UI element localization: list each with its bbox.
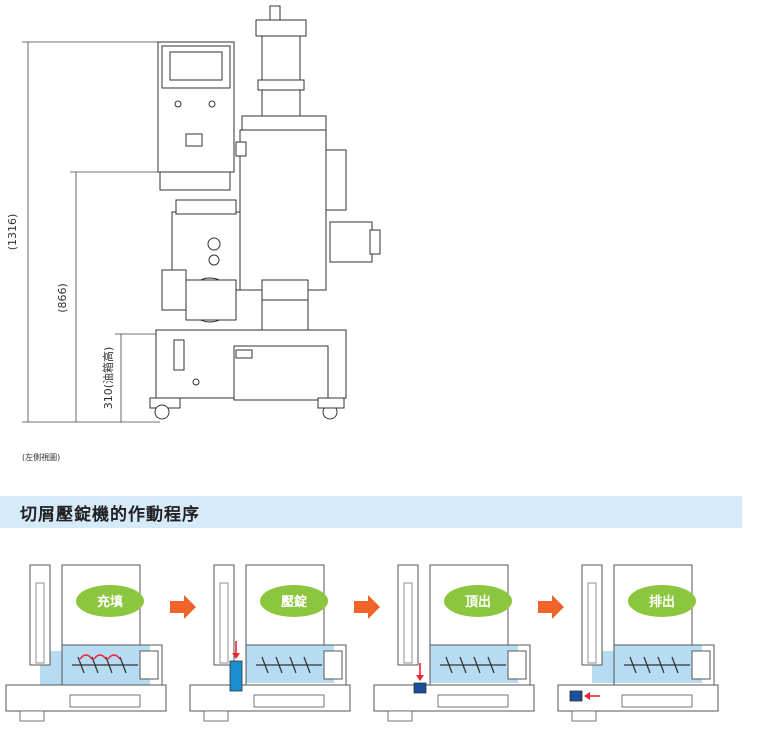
arrow-2-icon — [354, 595, 380, 619]
arrow-1-icon — [170, 595, 196, 619]
step-discharge: 排出 — [557, 564, 719, 722]
process-steps-diagram: 充填 壓錠 頂出 排出 — [5, 564, 719, 722]
section-header-bar — [0, 496, 742, 528]
step-fill-label: 充填 — [97, 594, 123, 610]
machine-side-view-drawing: (1316) (866) 310(油箱高) — [6, 5, 381, 423]
dimension-lines — [22, 41, 170, 423]
view-caption: (左側視圖) — [22, 453, 61, 462]
step-eject-label: 頂出 — [465, 594, 491, 610]
arrow-3-icon — [538, 595, 564, 619]
machine-body — [149, 5, 381, 420]
step-discharge-label: 排出 — [649, 594, 675, 610]
dim-oil-tank-height: 310(油箱高) — [101, 347, 115, 410]
section-title: 切屑壓錠機的作動程序 — [20, 505, 200, 525]
step-compress: 壓錠 — [189, 564, 351, 722]
step-fill: 充填 — [5, 564, 167, 722]
dim-total-height: (1316) — [6, 214, 19, 251]
step-compress-label: 壓錠 — [281, 594, 308, 610]
step-eject: 頂出 — [373, 564, 535, 722]
dim-mid-height: (866) — [56, 283, 69, 313]
